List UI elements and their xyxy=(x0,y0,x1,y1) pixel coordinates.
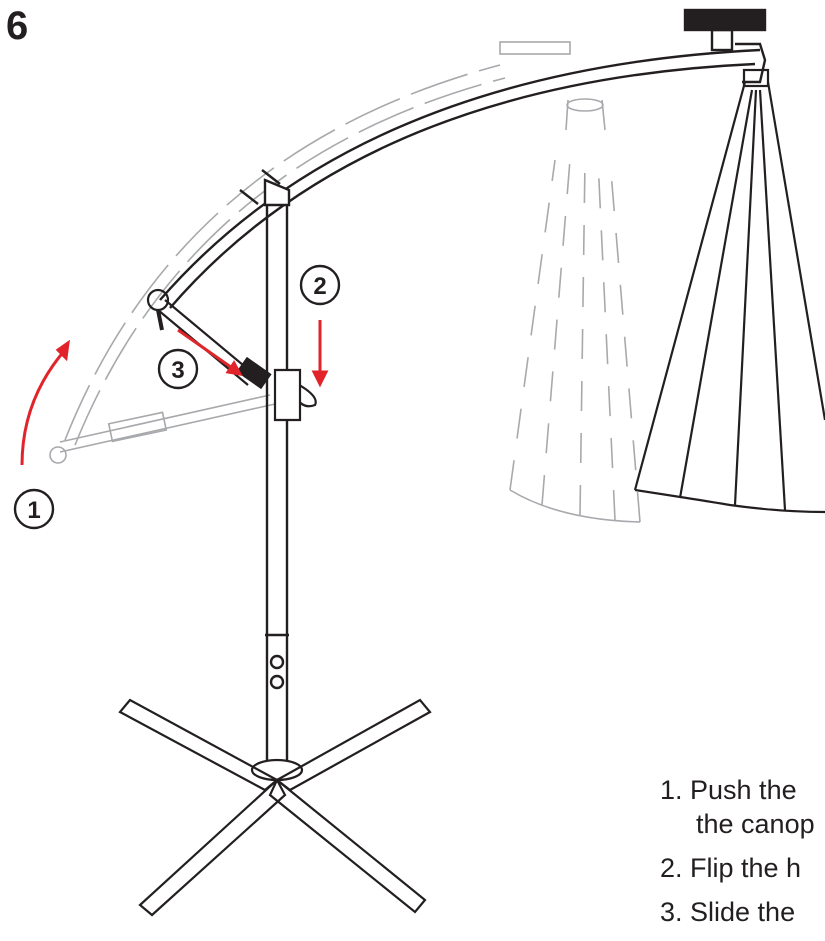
instruction-3: 3. Slide the xyxy=(660,897,796,927)
handle-icon xyxy=(146,288,317,422)
instruction-1-cont: the canop xyxy=(696,809,815,839)
base-stand-icon xyxy=(118,698,432,917)
ghost-canopy-icon xyxy=(509,98,641,523)
callout-2 xyxy=(299,264,341,306)
callout-3-label: 3 xyxy=(171,357,184,384)
instruction-2: 2. Flip the h xyxy=(660,853,802,883)
callout-1 xyxy=(13,488,55,530)
canopy-icon xyxy=(633,68,825,514)
ghost-arm-icon xyxy=(49,41,571,464)
pole-icon xyxy=(263,178,291,770)
arrows-icon xyxy=(20,320,329,466)
step-number: 6 xyxy=(6,4,29,48)
callout-2-label: 2 xyxy=(313,273,326,300)
callout-3 xyxy=(157,348,199,390)
callout-1-label: 1 xyxy=(27,497,40,524)
instruction-1: 1. Push the xyxy=(660,775,797,805)
arm-icon xyxy=(159,8,767,309)
